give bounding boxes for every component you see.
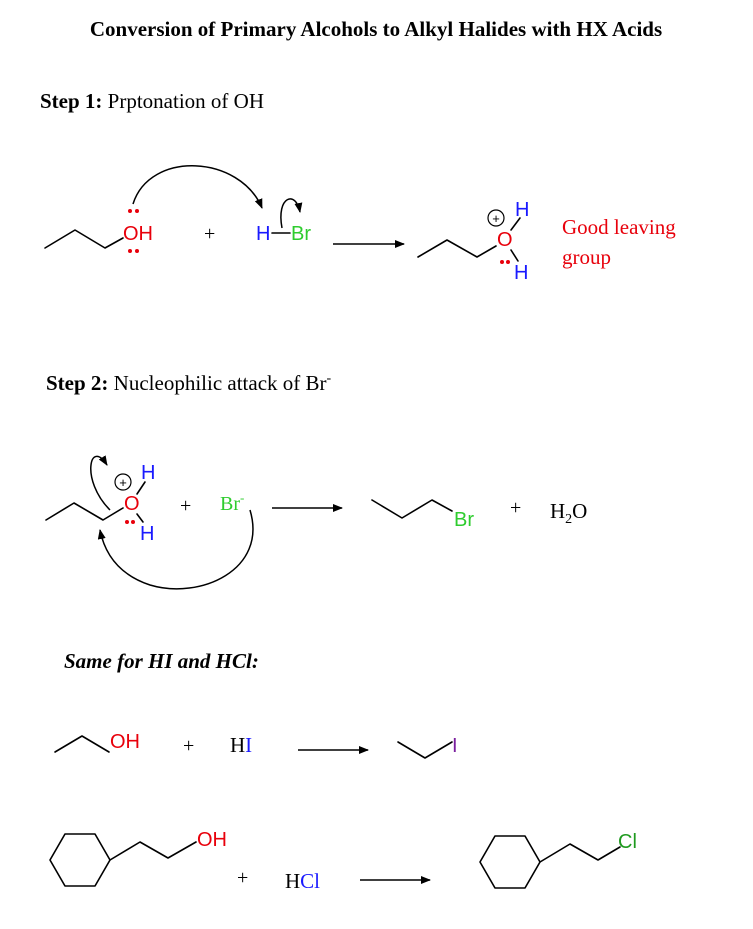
step1-product: + H O H <box>417 199 529 284</box>
lone-pair-dot <box>128 249 132 253</box>
cyclohexane-ring <box>479 835 541 889</box>
same-heading: Same for HI and HCl: <box>64 649 259 673</box>
step1-heading: Step 1: Prptonation of OH <box>40 89 264 113</box>
hcl-cl: Cl <box>300 869 320 893</box>
hcl-plus: + <box>237 867 248 889</box>
bromide-symbol: Br <box>220 493 240 515</box>
positive-charge: + <box>492 211 500 226</box>
step2-plus2: + <box>510 497 521 519</box>
curved-arrow-lonepair-to-h <box>132 165 263 209</box>
cyclohexylethanol-oh: OH <box>197 829 227 851</box>
positive-charge-circle <box>114 473 132 491</box>
lone-pair-dot <box>135 209 139 213</box>
cyclohexane-ring <box>49 833 111 887</box>
oh-bond-top <box>510 217 521 231</box>
page-title: Conversion of Primary Alcohols to Alkyl … <box>90 17 662 41</box>
step2-oxonium: + H O H <box>45 462 155 545</box>
cyclohexylethyl-chloride: Cl <box>479 831 637 889</box>
water-h: H <box>550 499 565 523</box>
step1-plus: + <box>204 223 215 245</box>
note-good-leaving: Good leaving <box>562 215 676 239</box>
iodoethane-i: I <box>452 735 458 757</box>
water: H2O <box>550 499 587 527</box>
oh-bond-top <box>136 481 146 495</box>
oh-bond-bottom <box>510 249 519 262</box>
step2-heading-bold: Step 2: <box>46 371 108 395</box>
curved-arrow-co-bond <box>90 455 111 511</box>
hbr-br: Br <box>291 223 311 245</box>
lone-pair-dot <box>128 209 132 213</box>
curved-arrow-bond-to-br <box>280 198 303 229</box>
chloride-cl: Cl <box>618 831 637 853</box>
hbr-h: H <box>256 223 270 245</box>
lone-pair-dot <box>131 520 135 524</box>
note-group: group <box>562 245 611 269</box>
lone-pair-dot <box>125 520 129 524</box>
lone-pair-dot <box>135 249 139 253</box>
step1-heading-text: Prptonation of OH <box>102 89 264 113</box>
step2-bromide: Br- <box>220 490 244 515</box>
step2-plus: + <box>180 495 191 517</box>
ethanol-skeleton <box>54 735 110 753</box>
propanol-oh: OH <box>123 223 153 245</box>
ethanol: OH <box>54 731 140 753</box>
step2-o: O <box>124 493 140 515</box>
iodoethane-skeleton <box>397 741 453 759</box>
step2-h-top: H <box>141 462 155 484</box>
propanol-skeleton <box>44 229 124 249</box>
oxonium-h-top: H <box>515 199 529 221</box>
bromide-charge: - <box>240 490 244 505</box>
positive-charge-circle <box>487 209 505 227</box>
oxonium-o: O <box>497 229 513 251</box>
curved-arrow-bromide-attack <box>97 509 254 590</box>
lone-pair-dot <box>500 260 504 264</box>
oh-bond-bottom <box>136 513 144 523</box>
step2-heading-text: Nucleophilic attack of Br <box>108 371 326 395</box>
water-subscript: 2 <box>565 512 572 527</box>
hi-h: H <box>230 733 245 757</box>
step2-heading-sup: - <box>327 371 332 386</box>
positive-charge: + <box>119 475 127 490</box>
lone-pair-dot <box>506 260 510 264</box>
step1-propanol: OH <box>44 209 153 253</box>
hcl-reagent: HCl <box>285 869 320 893</box>
chloride-chain <box>539 843 621 863</box>
hi-reagent: HI <box>230 733 252 757</box>
cyclohexylethanol-chain <box>109 841 197 861</box>
step1-hbr: H Br <box>256 223 311 245</box>
step1-heading-bold: Step 1: <box>40 89 102 113</box>
oxonium-h-bottom: H <box>514 262 528 284</box>
ethanol-oh: OH <box>110 731 140 753</box>
iodoethane: I <box>397 735 458 759</box>
hcl-h: H <box>285 869 300 893</box>
water-o: O <box>572 499 587 523</box>
step2-heading: Step 2: Nucleophilic attack of Br- <box>46 371 332 395</box>
bromopropane-skeleton <box>371 499 453 519</box>
cyclohexylethanol: OH <box>49 829 227 887</box>
step2-oxonium-skeleton <box>45 502 124 521</box>
oxonium-skeleton <box>417 239 497 258</box>
step2-h-bottom: H <box>140 523 154 545</box>
bromopropane-br: Br <box>454 509 474 531</box>
hi-i: I <box>245 733 252 757</box>
hi-plus: + <box>183 735 194 757</box>
bromopropane: Br <box>371 499 474 531</box>
